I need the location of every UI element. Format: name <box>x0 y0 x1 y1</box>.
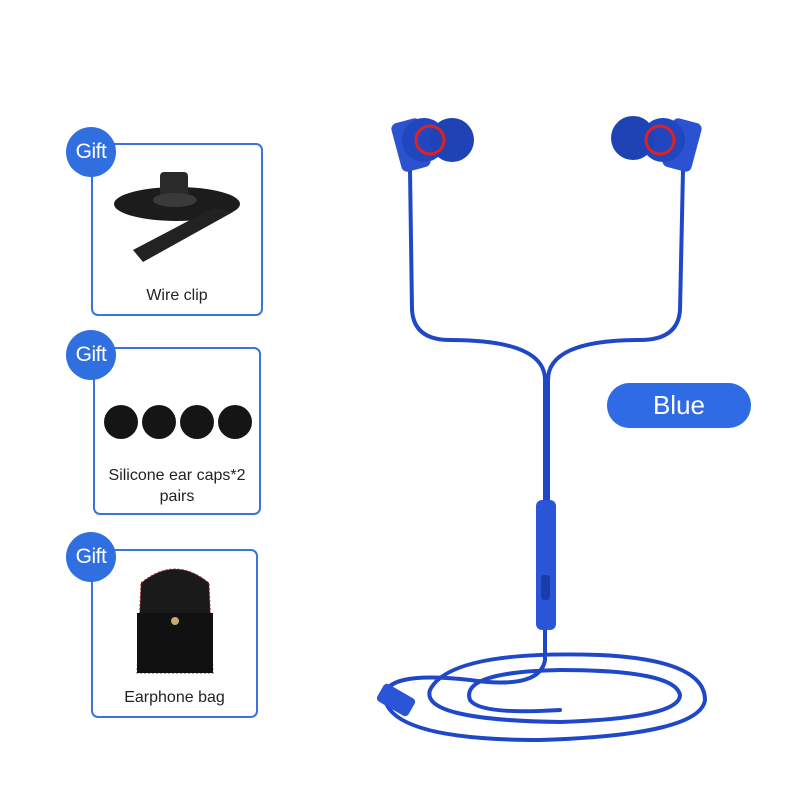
wire-clip-image <box>114 172 240 262</box>
gift-label: Wire clip <box>146 287 208 304</box>
earphone-bag-image <box>136 568 214 674</box>
gift-card-wire-clip: Wire clip <box>91 143 263 316</box>
ear-caps-image <box>104 405 252 439</box>
color-option-badge: Blue <box>607 383 751 428</box>
gift-badge: Gift <box>66 532 116 582</box>
gift-badge: Gift <box>66 330 116 380</box>
gift-label: Earphone bag <box>124 689 225 706</box>
gift-badge: Gift <box>66 127 116 177</box>
gift-card-earphone-bag: Earphone bag <box>91 549 258 718</box>
gift-label: Silicone ear caps*2 pairs <box>108 467 246 505</box>
gift-card-ear-caps: Silicone ear caps*2 pairs <box>93 347 261 515</box>
